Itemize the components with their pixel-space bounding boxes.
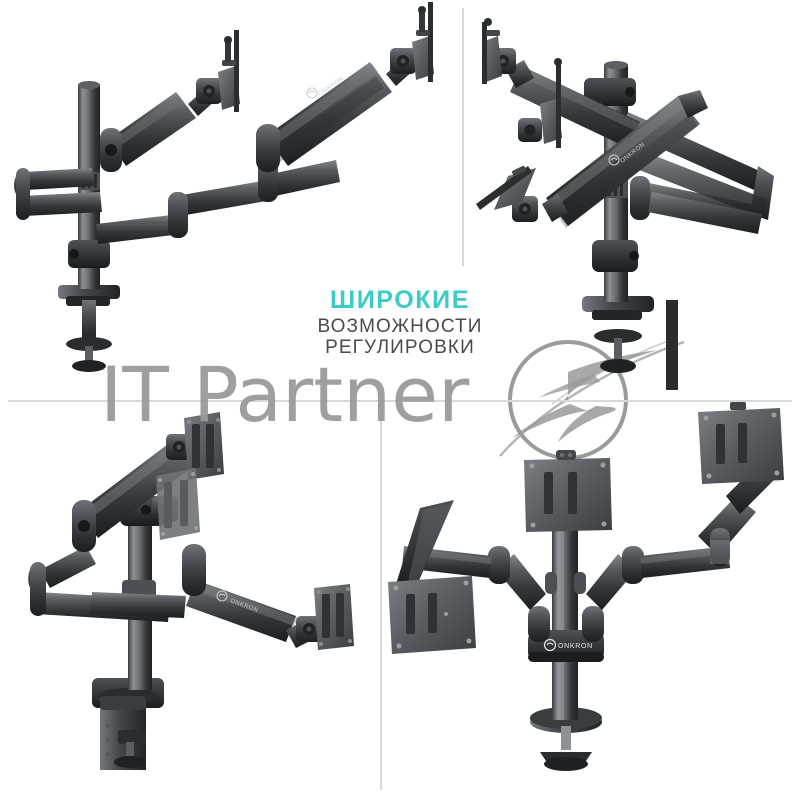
- gas-spring-arm-right-bl: ONKRON: [182, 544, 312, 648]
- monitor-head-top-bl: [166, 412, 224, 480]
- monitor-head-mid-tr: [518, 58, 562, 148]
- desk-clamp-tl: [58, 285, 120, 372]
- cable-clips-br: [545, 572, 586, 594]
- monitor-head-lower-tr: [476, 165, 538, 222]
- gas-spring-arm-right-tl: ONKRON: [256, 58, 414, 172]
- arm-left-br: [396, 500, 550, 642]
- gas-spring-arm-lower-tr: ONKRON: [542, 90, 708, 228]
- quadrant-triple-arm-front-view: ONKRON: [380, 400, 800, 800]
- main-pole-tr: [584, 61, 639, 302]
- lower-arm-front-tr: [634, 150, 768, 234]
- monitor-arm-illustration-tr: ONKRON: [476, 18, 774, 390]
- quadrant-dual-arm-extended-forward: ONKRON: [0, 0, 462, 400]
- watermark-text: IT Partner: [100, 350, 470, 439]
- monitor-vesa-center-br: [524, 450, 612, 532]
- monitor-head-mid-bl: [152, 468, 200, 540]
- monitor-head-right-tl: [390, 2, 434, 82]
- monitor-vesa-left-br: [388, 576, 476, 654]
- monitor-arm-illustration-br: ONKRON: [388, 402, 784, 771]
- lower-arm-left-tl: [14, 168, 102, 220]
- desk-clamp-tr: [582, 296, 678, 390]
- divider-vertical-top: [462, 8, 464, 266]
- monitor-head-upper-tr: [482, 18, 516, 84]
- quadrant-dual-arm-swung-left: ONKRON: [462, 0, 800, 400]
- grommet-base-br: [530, 707, 602, 771]
- divider-horizontal-mid: [8, 400, 792, 402]
- main-pole-bl: [120, 475, 166, 690]
- lower-arm-right-tl: [96, 156, 340, 244]
- brand-text-hub-br: ONKRON: [558, 643, 593, 650]
- divider-vertical-bottom: [380, 402, 382, 790]
- lower-arm-left-bl: [28, 546, 186, 622]
- monitor-arm-illustration-tl: ONKRON: [14, 2, 434, 372]
- brand-logo-hub-br: ONKRON: [543, 638, 593, 652]
- monitor-arm-illustration-bl: ONKRON: [28, 412, 354, 770]
- monitor-head-right-bl: [296, 584, 354, 650]
- monitor-vesa-right-br: [698, 402, 784, 484]
- quadrant-triple-arm-spread: ONKRON: [0, 400, 380, 800]
- monitor-head-left-tl: [196, 30, 240, 112]
- desk-clamp-bl: [92, 678, 164, 770]
- gas-spring-arm-left-tl: [100, 88, 216, 172]
